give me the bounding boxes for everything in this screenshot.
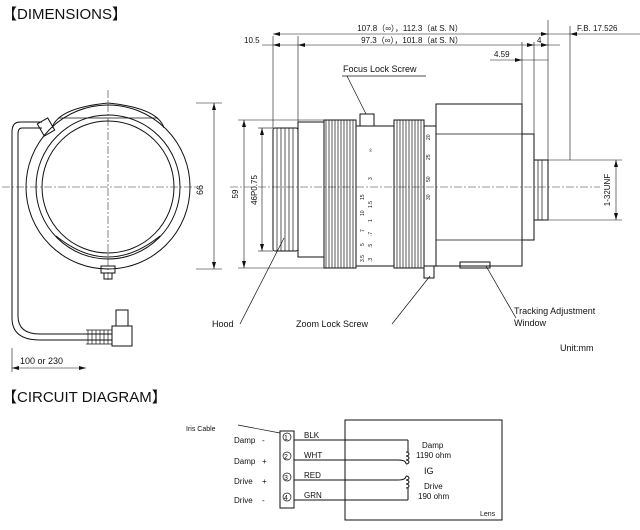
pin3-number: 3 [284,475,288,482]
pin4-name: Drive [234,496,253,505]
iris-cable-label: Iris Cable [186,426,216,433]
pin2-number: 2 [284,454,288,461]
front-view [2,90,222,372]
body-length-label: 97.3（∞），101.8（at S. N） [361,36,463,45]
pin2-name: Damp [234,457,256,466]
pin1-color: BLK [304,431,320,440]
zoom-scale-mark: 15 [360,194,366,200]
damp-coil-value: 1190 ohm [416,451,451,460]
pin4-color: GRN [304,491,322,500]
overall-length-label: 107.8（∞），112.3（at S. N） [357,24,463,33]
pin1-number: 1 [284,435,288,442]
focus-scale-mark: ∞ [368,148,374,152]
pin4-number: 4 [284,495,288,502]
zoom-scale-mark: 7 [360,229,366,232]
zoom-scale-mark: 5 [360,243,366,246]
tracking-window-callout: Window [514,318,547,328]
pin1-name: Damp [234,436,256,445]
zoom-lock-screw-callout: Zoom Lock Screw [296,319,369,329]
zoom-scale-mark: 30 [426,194,432,200]
flange-back-label: F.B. 17.526 [577,24,618,33]
zoom-scale-mark: 25 [426,154,432,160]
dimensions-title: 【DIMENSIONS】 [2,6,128,23]
focus-scale-mark: 1 [368,219,374,222]
pin2-sign: + [262,457,267,466]
focus-scale-mark: .5 [368,244,374,248]
drive-coil-name: Drive [424,482,443,491]
ig-label: IG [424,466,434,476]
pin3-sign: + [262,477,267,486]
diameter-59-label: 59 [231,189,240,198]
damp-coil-name: Damp [422,441,444,450]
height-66-label: 66 [195,185,205,195]
zoom-scale-mark: 20 [426,134,432,140]
pin1-sign: - [262,436,265,445]
cable-length-label: 100 or 230 [20,356,63,366]
tracking-adjustment-callout: Tracking Adjustment [514,306,596,316]
pin4-sign: - [262,496,265,505]
zoom-scale-mark: 10 [360,210,366,216]
focus-scale-mark: 1.5 [368,201,374,208]
zoom-scale-mark: 3.5 [360,255,366,262]
filter-thread-label: 46P0.75 [250,175,259,205]
side-view [230,20,640,325]
drive-coil-value: 190 ohm [418,492,449,501]
lens-box-label: Lens [480,511,496,518]
focus-scale-mark: .7 [368,232,374,236]
hood-callout: Hood [212,319,234,329]
focus-scale-mark: 3 [368,177,374,180]
zoom-scale-mark: 50 [426,176,432,182]
pin3-color: RED [304,471,321,480]
circuit-diagram-title: 【CIRCUIT DIAGRAM】 [2,389,167,406]
dim-459-label: 4.59 [494,50,510,59]
pin3-name: Drive [234,477,253,486]
dim-4-label: 4 [537,36,542,45]
circuit-wiring [237,419,503,521]
mount-thread-label: 1-32UNF [603,174,612,207]
unit-label: Unit:mm [560,343,594,353]
focus-lock-screw-callout: Focus Lock Screw [343,64,417,74]
pin2-color: WHT [304,451,322,460]
focus-scale-mark: .3 [368,258,374,262]
hood-length-label: 10.5 [244,36,260,45]
